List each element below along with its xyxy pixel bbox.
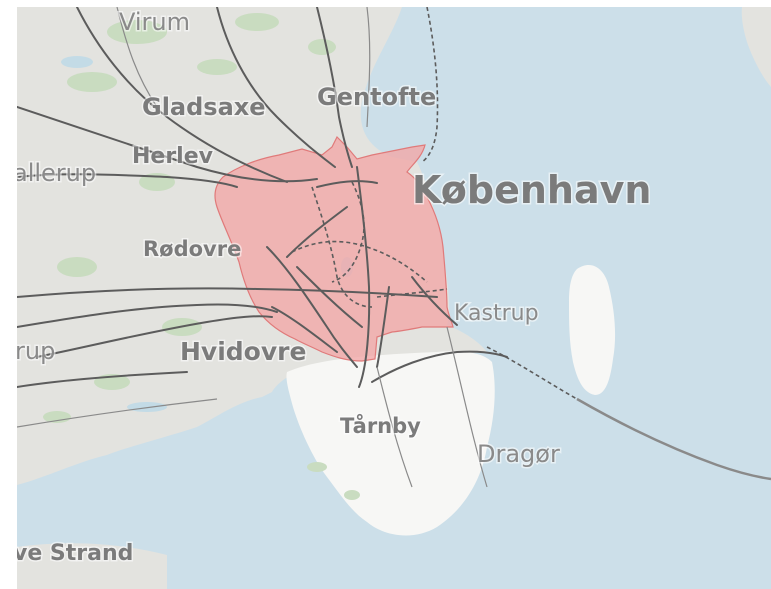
- rail-lines: [291, 7, 578, 400]
- light-roads: [17, 7, 488, 488]
- oresund-bridge: [576, 397, 771, 481]
- label-gladsaxe: Gladsaxe: [142, 93, 266, 121]
- green-areas: [43, 13, 360, 500]
- label-strand: ve Strand: [17, 541, 133, 566]
- label-rodovre: Rødovre: [143, 237, 241, 261]
- map-view[interactable]: Virum Gladsaxe Gentofte Herlev allerup K…: [17, 7, 771, 589]
- map-canvas[interactable]: Virum Gladsaxe Gentofte Herlev allerup K…: [17, 7, 771, 589]
- label-virum: Virum: [119, 8, 190, 36]
- label-hvidovre: Hvidovre: [180, 337, 306, 366]
- label-glostrup: rup: [17, 337, 55, 365]
- amager-island: [286, 351, 495, 536]
- label-herlev: Herlev: [132, 144, 214, 169]
- road-network: [17, 7, 508, 388]
- label-dragoer: Dragør: [477, 440, 560, 468]
- southwest-shore: [17, 543, 167, 589]
- label-kastrup: Kastrup: [454, 301, 539, 326]
- copenhagen-highlight-area[interactable]: [214, 135, 454, 362]
- label-taarnby: Tårnby: [340, 413, 421, 438]
- label-gentofte: Gentofte: [317, 83, 436, 111]
- sweden-coast: [741, 7, 771, 87]
- label-ballerup: allerup: [17, 159, 96, 187]
- saltholm-island: [569, 265, 616, 395]
- label-kobenhavn: København: [412, 168, 651, 212]
